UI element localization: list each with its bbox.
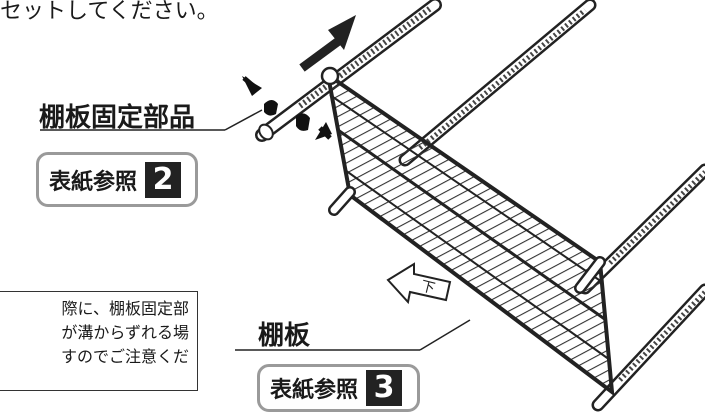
ref-text-3: 表紙参照: [270, 378, 359, 403]
down-direction-label: 下: [419, 278, 436, 297]
shelf-leg-right: [574, 256, 606, 294]
stopper-piece-lower: [296, 113, 310, 131]
note-line-3: すのでご注意くだ: [60, 347, 189, 366]
push-up-arrow: [299, 15, 356, 72]
down-direction-arrow: 下: [386, 262, 452, 305]
note-line-2: が溝からずれる場: [61, 323, 189, 342]
insert-arrow-right: [315, 122, 332, 140]
ref-box-2: 表紙参照 2: [36, 152, 198, 207]
pole-front-left: [255, 0, 442, 142]
pole-front-right: [591, 283, 705, 412]
pole-back-left: [398, 0, 597, 167]
note-line-1: 際に、棚板固定部: [61, 299, 189, 318]
ref-box-3: 表紙参照 3: [257, 364, 420, 412]
shelf-leader-diag: [419, 319, 471, 351]
stopper-label: 棚板固定部品: [39, 103, 196, 133]
shelf-corner-collar: [320, 66, 340, 86]
ref-number-3: 3: [366, 370, 403, 406]
ref-text-2: 表紙参照: [49, 169, 138, 195]
header-partial-text: セットしてください。: [0, 0, 219, 24]
wire-shelf: [325, 70, 615, 397]
pole-back-right: [578, 163, 705, 295]
shelf-leg-left: [328, 186, 356, 216]
shelf-label: 棚板: [258, 321, 311, 351]
ref-number-2: 2: [145, 161, 182, 198]
insert-arrow-left: [242, 76, 262, 96]
caution-note-box: 際に、棚板固定部 が溝からずれる場 すのでご注意くだ: [0, 291, 198, 391]
stopper-leader-diag: [224, 109, 263, 131]
stopper-piece-upper: [264, 100, 278, 116]
